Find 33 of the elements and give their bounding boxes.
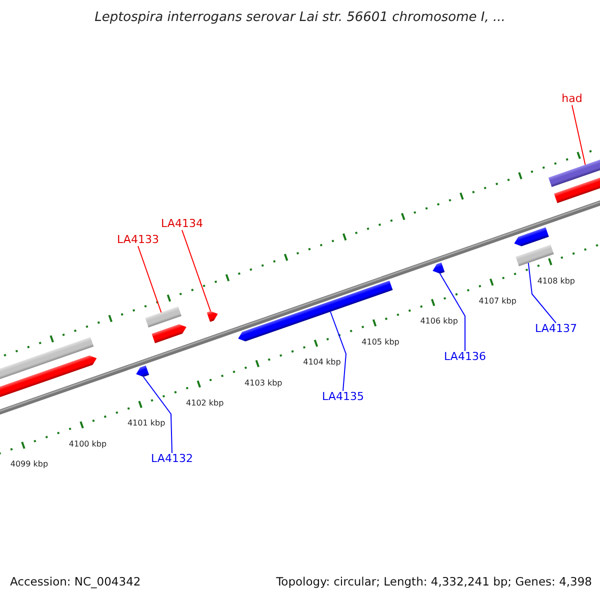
- gene-label: LA4135: [322, 390, 364, 404]
- gene-feature: [152, 324, 186, 344]
- scale-label: 4100 kbp: [68, 440, 107, 450]
- scale-label: 4104 kbp: [303, 358, 341, 368]
- gene-feature: [432, 262, 445, 274]
- genome-stats-text: Topology: circular; Length: 4,332,241 bp; Genes: 4,398: [276, 576, 592, 588]
- gene-feature: [136, 365, 150, 377]
- gene-feature: [514, 227, 549, 246]
- scale-label: 4106 kbp: [420, 318, 458, 327]
- scale-label: 4105 kbp: [362, 338, 400, 348]
- leader-line: [439, 273, 466, 352]
- gene-label: LA4132: [151, 452, 193, 466]
- gene-bar: [516, 244, 554, 266]
- leader-line: [142, 376, 172, 454]
- leader-line: [330, 311, 346, 392]
- leader-line: [138, 246, 162, 313]
- gene-label: LA4136: [444, 350, 486, 364]
- gene-label: LA4134: [161, 218, 203, 230]
- gene-label: had: [562, 92, 582, 106]
- scale-label: 4107 kbp: [478, 298, 516, 306]
- gene-label: LA4133: [117, 234, 159, 246]
- scale-label: 4103 kbp: [244, 379, 282, 388]
- leader-line: [182, 230, 212, 312]
- scale-label: 4102 kbp: [186, 400, 224, 408]
- scale-label: 4108 kbp: [537, 277, 576, 286]
- gene-bar: [145, 306, 182, 328]
- scale-label: 4099 kbp: [10, 460, 48, 470]
- scale-label: 4101 kbp: [127, 420, 166, 429]
- accession-text: Accession: NC_004342: [10, 576, 141, 588]
- map-title: Leptospira interrogans serovar Lai str. 56601 chromosome I, ...: [94, 10, 506, 26]
- leader-line: [528, 262, 556, 324]
- gene-label: LA4137: [535, 322, 577, 336]
- gene-feature: [206, 311, 218, 322]
